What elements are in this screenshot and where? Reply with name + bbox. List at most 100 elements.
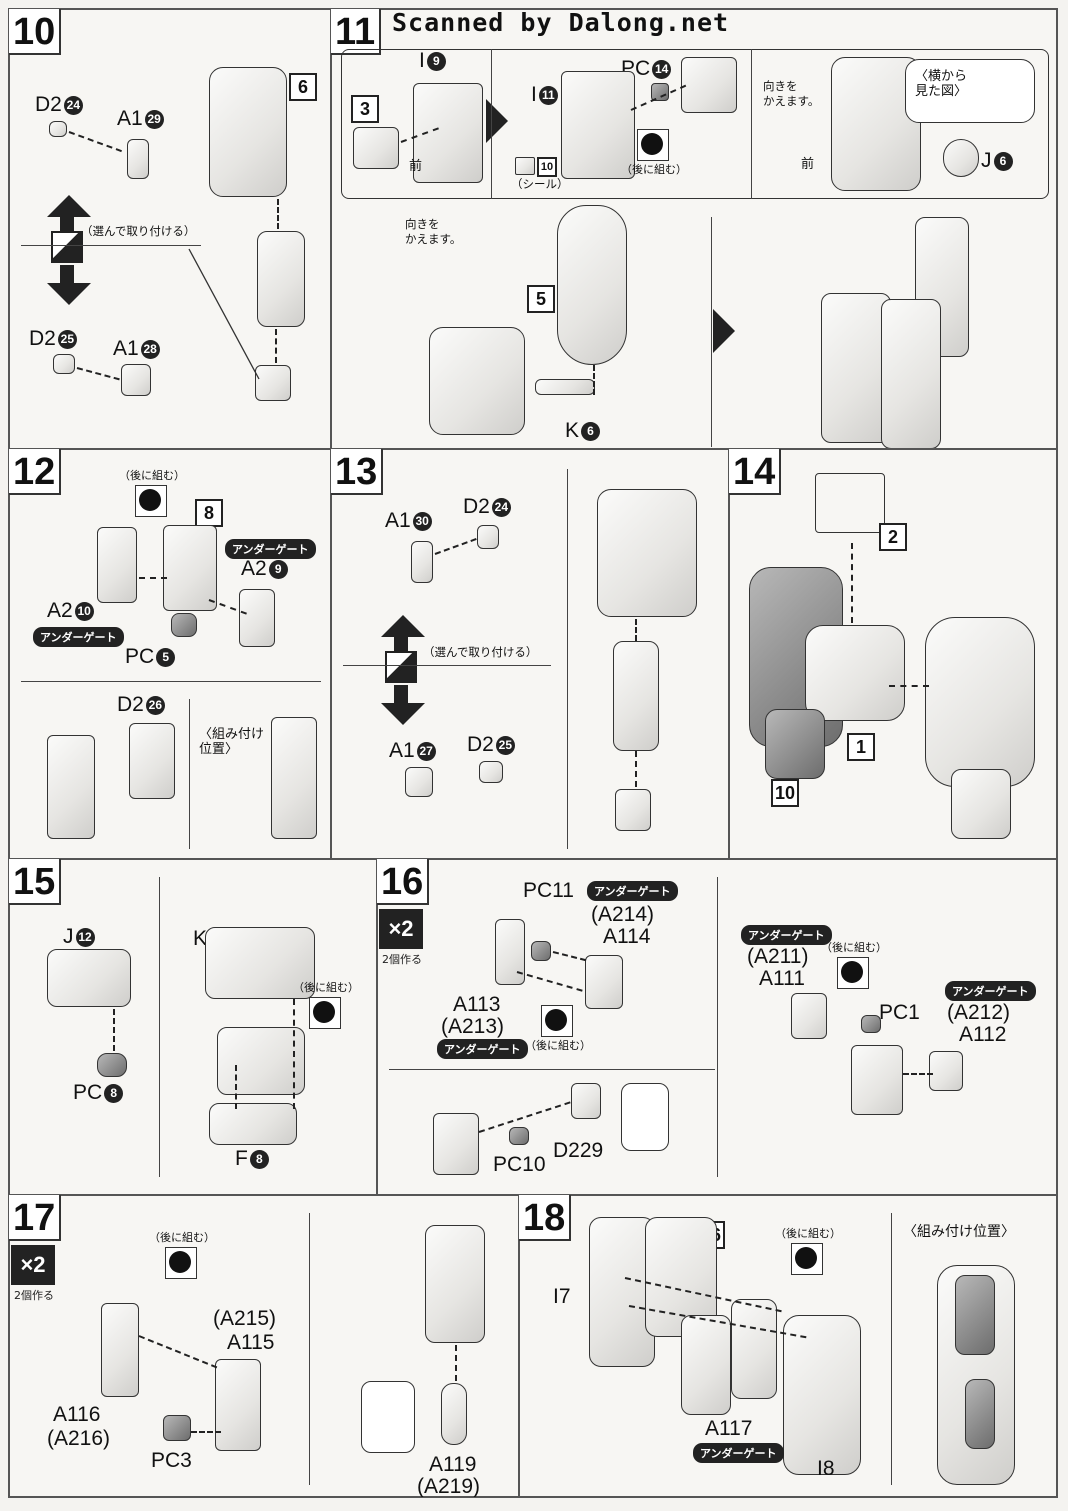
part-label: PC1 — [879, 1001, 920, 1024]
assembly-arrow — [593, 365, 595, 395]
pc-part — [531, 941, 551, 961]
assembly-arrow — [903, 1073, 933, 1075]
step-number: 14 — [729, 449, 782, 495]
position-note: 〈組み付け 位置〉 — [199, 727, 265, 757]
joint-part — [441, 1383, 467, 1445]
part-label: (A211) — [747, 945, 809, 968]
leg-part — [783, 1315, 861, 1475]
step-ref-box: 2 — [879, 523, 907, 551]
part-label: (A219) — [417, 1475, 481, 1498]
arm-final-assembly — [821, 293, 891, 443]
leg-part — [101, 1303, 139, 1397]
pc-part — [509, 1127, 529, 1145]
arm-part — [271, 717, 317, 839]
foot-part — [217, 1027, 305, 1095]
arm-part — [765, 709, 825, 779]
arm-part — [129, 723, 175, 799]
assemble-later: （後に組む） — [821, 939, 887, 989]
under-gate-badge: アンダーゲート — [225, 539, 316, 559]
under-gate-badge: アンダーゲート — [33, 627, 124, 647]
divider — [159, 877, 160, 1177]
shoulder-part — [681, 57, 737, 113]
step-number: 15 — [9, 859, 62, 905]
part-label: (A215) — [213, 1307, 277, 1330]
part-label: A116 — [53, 1403, 101, 1426]
knee-part — [585, 955, 623, 1009]
assembly-arrow — [68, 131, 122, 153]
turn-note: 向きを かえます。 — [763, 79, 820, 108]
assembly-arrow — [191, 1431, 221, 1433]
seal-icon — [515, 157, 535, 175]
pc-part — [861, 1015, 881, 1033]
step-17-panel: 17 ×2 2個作る （後に組む） (A215) A115 A116 (A216… — [8, 1194, 520, 1498]
side-view-note: 〈横から 見た図〉 — [915, 69, 968, 99]
under-gate-badge: アンダーゲート — [437, 1039, 528, 1059]
front-label: 前 — [409, 159, 423, 174]
choose-icon — [385, 651, 417, 683]
divider — [711, 217, 712, 447]
watermark: Scanned by Dalong.net — [392, 8, 730, 37]
hand-part — [121, 364, 151, 396]
arm-upper-part — [597, 489, 697, 617]
hand-part — [405, 767, 433, 797]
part-label: A113 — [453, 993, 501, 1016]
step-14-panel: 14 2 1 10 — [728, 448, 1058, 860]
leg-part — [731, 1299, 777, 1399]
under-gate-badge: アンダーゲート — [587, 881, 678, 901]
arm-assembly — [429, 327, 525, 435]
step-number: 10 — [9, 9, 62, 55]
hand-part — [49, 121, 67, 137]
part-label: A112 — [959, 1023, 1007, 1046]
callout-line — [188, 248, 260, 380]
divider — [491, 49, 492, 199]
hand-part — [127, 139, 149, 179]
torso-part — [805, 625, 905, 721]
assembly-arrow — [139, 577, 167, 579]
next-arrow — [486, 99, 508, 143]
assembly-arrow — [138, 1335, 218, 1369]
step-16-panel: 16 ×2 2個作る PC11 アンダーゲート (A214) A114 A113… — [376, 858, 1058, 1196]
arm-upper-part — [209, 67, 287, 197]
knee-part — [851, 1045, 903, 1115]
divider — [309, 1213, 310, 1485]
under-gate-badge: アンダーゲート — [741, 925, 832, 945]
pc-part — [163, 1415, 191, 1441]
divider — [21, 245, 201, 246]
assembly-arrow — [235, 1065, 237, 1109]
part-label: (A214) — [591, 903, 655, 926]
part-label: PC11 — [523, 879, 574, 902]
choose-note: （選んで取り付ける） — [423, 645, 538, 659]
part-label: I7 — [553, 1285, 571, 1308]
step-15-panel: 15 J12 PC8 K1 （後に組む） F8 — [8, 858, 378, 1196]
connector-part — [535, 379, 595, 395]
divider — [343, 665, 551, 666]
make-two-note: 2個作る — [382, 953, 422, 966]
part-label: D229 — [553, 1139, 604, 1162]
pc-part — [651, 83, 669, 101]
choose-arrows — [47, 195, 91, 305]
leg-part — [681, 1315, 731, 1415]
knee-part — [433, 1113, 479, 1175]
divider — [389, 1069, 715, 1070]
shield-side-part — [881, 299, 941, 449]
assembly-arrow — [113, 1009, 115, 1051]
arm-part — [561, 71, 635, 179]
assembly-arrow — [516, 971, 583, 992]
arm-part — [97, 527, 137, 603]
knee-part — [791, 993, 827, 1039]
arm-part — [163, 525, 217, 611]
forearm-part — [613, 641, 659, 751]
part-label: A119 — [429, 1453, 477, 1476]
